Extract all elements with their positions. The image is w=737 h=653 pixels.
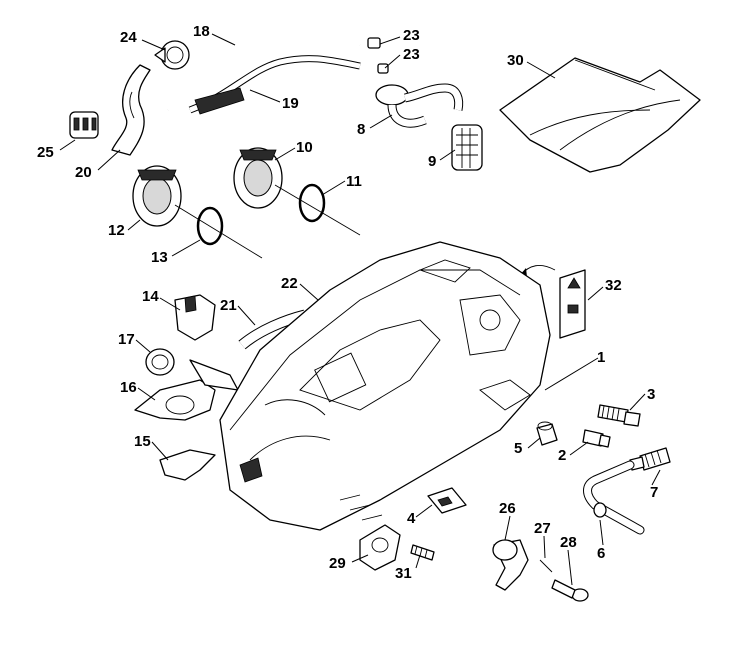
part-23-fitting-upper [367,37,381,49]
callout-12: 12 [108,222,125,239]
callout-25: 24 [120,29,137,46]
part-12-rotor [132,165,263,259]
callout-14: 14 [142,288,159,305]
callout-16: 16 [120,379,137,396]
part-14-guide [174,294,216,341]
part-31-cover [499,57,701,173]
callout-13: 13 [151,249,168,266]
part-17-grommet [145,348,175,376]
callout-3: 3 [647,386,655,403]
callout-23-upper: 23 [403,27,420,44]
part-19-hose [188,55,361,115]
part-26-bracket [492,539,529,591]
callout-7: 7 [650,484,658,501]
callout-19: 19 [282,95,299,112]
callout-4: 4 [407,510,416,527]
part-4-pad [427,487,467,514]
callout-labels: 24 18 23 23 30 25 20 19 8 9 10 11 12 13 … [37,23,658,582]
callout-31: 30 [507,52,524,69]
part-28-screw [551,579,589,602]
callout-9: 9 [428,153,436,170]
callout-32: 32 [605,277,622,294]
callout-21: 21 [220,297,237,314]
callout-15: 15 [134,433,151,450]
part-27-spring [539,559,553,573]
callout-22: 22 [281,275,298,292]
part-29-plate [359,524,401,571]
callout-29: 29 [329,555,346,572]
callout-11: 11 [346,173,362,190]
callout-24: 25 [37,144,54,161]
callout-30: 31 [395,565,412,582]
part-23-fitting-lower [377,63,389,74]
part-2-screw [582,429,611,448]
part-9-filter [451,124,483,171]
callout-6: 6 [597,545,605,562]
callout-23-lower: 23 [403,46,420,63]
callout-28: 28 [560,534,577,551]
callout-10: 10 [296,139,313,156]
part-18-hose [165,33,361,111]
callout-18: 18 [193,23,210,40]
part-6-tool [583,460,645,535]
part-15-clip [159,449,216,481]
part-11-oring [298,183,326,223]
callout-26: 26 [499,500,516,517]
callout-5: 5 [514,440,522,457]
part-3-bolt [597,404,641,427]
callout-20: 20 [75,164,92,181]
part-20-bracket [111,64,151,156]
callout-27: 27 [534,520,551,537]
callout-1: 1 [597,349,605,366]
part-32-label [519,264,586,339]
part-5-sleeve [536,421,558,446]
part-8-fuel-line [375,83,464,128]
part-30-screw [410,544,435,561]
part-13-oring [196,206,224,246]
leader-lines [59,33,661,586]
callout-17: 17 [118,331,135,348]
callout-2: 2 [558,447,566,464]
part-25-cap [154,40,190,70]
callout-8: 8 [357,121,365,138]
part-7-bolt [629,447,671,471]
part-10-rotor [233,147,361,236]
part-24-connector [69,111,99,139]
part-1-housing [219,241,551,531]
